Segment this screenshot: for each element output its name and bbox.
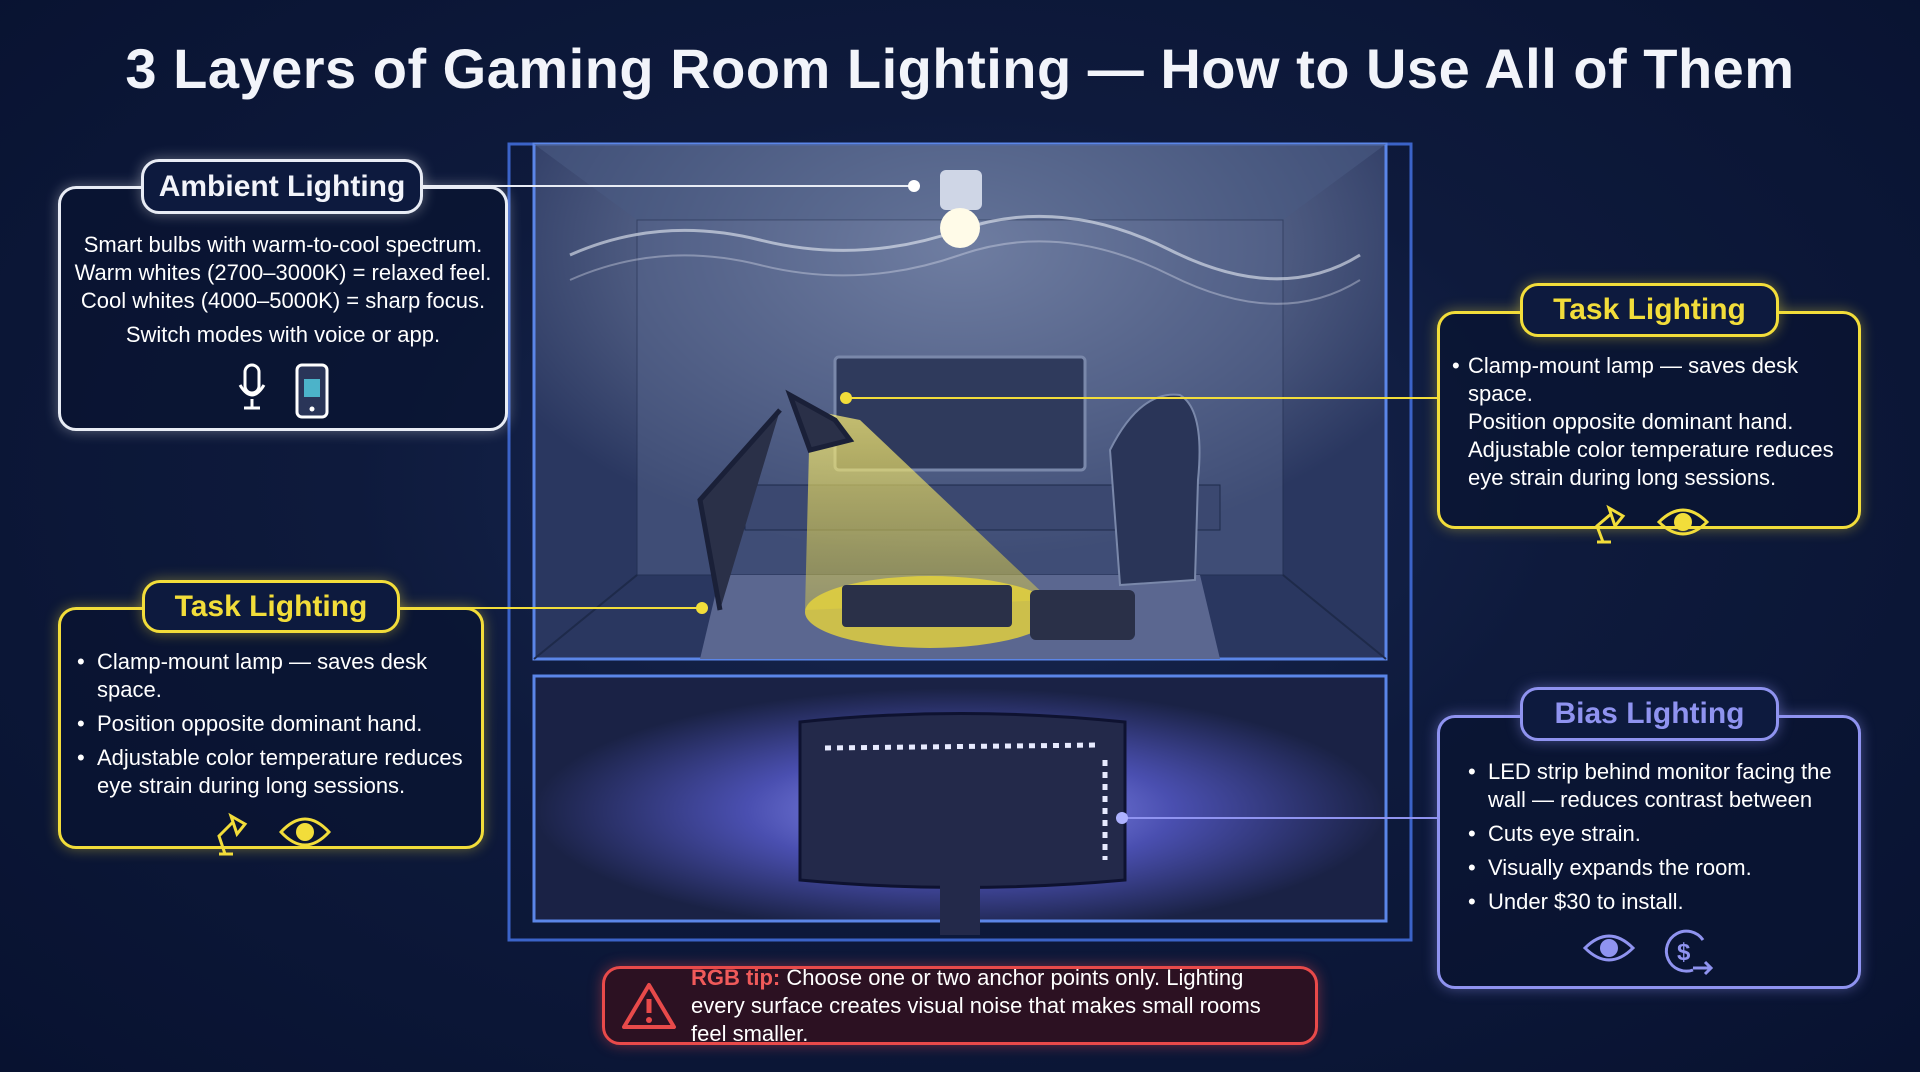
eye-icon [1583,934,1635,962]
led-strip [824,742,1101,751]
mousepad [1030,590,1135,640]
ambient-line: Cool whites (4000–5000K) = sharp focus. [80,288,486,313]
rgb-tip-banner: RGB tip: Choose one or two anchor points… [602,964,1318,1046]
task-left-connector-dot [696,602,708,614]
task-item: Adjustable color temperature reduces eye… [77,744,481,800]
eye-icon [1657,508,1709,536]
smartphone-app-icon [295,363,329,419]
bias-item: LED strip behind monitor facing the wall… [1468,758,1838,814]
tip-label: RGB tip: [691,964,781,990]
page-title: 3 Layers of Gaming Room Lighting — How t… [125,37,1795,100]
bias-lighting-card: LED strip behind monitor facing the wall… [1437,715,1861,989]
task-right-connector-dot [840,392,852,404]
ambient-connector [422,185,914,187]
bias-item: Visually expands the room. [1468,854,1838,882]
task-item: Clamp-mount lamp — saves desk space. [1468,353,1799,406]
monitor [833,355,1087,472]
ambient-line: Warm whites (2700–3000K) = relaxed feel. [74,260,492,285]
task-lighting-label-right: Task Lighting [1520,283,1779,337]
ambient-line: Switch modes with voice or app. [125,322,441,347]
warning-icon [622,982,676,1029]
task-right-connector [846,397,1437,399]
task-item: Position opposite dominant hand. [77,710,481,738]
gaming-chair [1108,393,1201,587]
task-item: Position opposite dominant hand. [1468,409,1794,434]
desk-lamp [697,389,855,611]
task-left-connector [400,607,702,609]
desk-lamp-icon [1595,504,1626,544]
tip-text: Choose one or two anchor points only. Li… [691,964,1261,1046]
dollar-savings-icon: $ [1664,929,1714,976]
bias-lighting-label: Bias Lighting [1520,687,1779,741]
desk-lamp-icon [217,812,248,856]
bias-connector [1122,817,1437,819]
bullet: • [1452,353,1460,378]
bias-item: Cuts eye strain. [1468,820,1838,848]
ambient-lighting-label: Ambient Lighting [141,159,423,214]
svg-text:$: $ [1677,939,1691,966]
task-lighting-label-left: Task Lighting [142,580,400,633]
microphone-icon [238,363,266,410]
task-item: eye strain during long sessions. [1468,465,1777,490]
ceiling-bulb [940,170,982,210]
ambient-lighting-card: Smart bulbs with warm-to-cool spectrum. … [58,186,508,431]
ambient-connector-dot [908,180,920,192]
lamp-light-beam [805,410,1050,610]
bias-connector-dot [1116,812,1128,824]
task-item: Adjustable color temperature reduces [1468,437,1834,462]
task-lighting-card-left: Clamp-mount lamp — saves desk space. Pos… [58,607,484,856]
task-item: Clamp-mount lamp — saves desk space. [77,648,481,704]
ambient-line: Smart bulbs with warm-to-cool spectrum. [83,232,483,257]
eye-icon [279,817,331,847]
keyboard [842,585,1012,627]
task-lighting-card-right: • Clamp-mount lamp — saves desk space. P… [1437,311,1861,544]
bias-item: Under $30 to install. [1468,888,1838,916]
